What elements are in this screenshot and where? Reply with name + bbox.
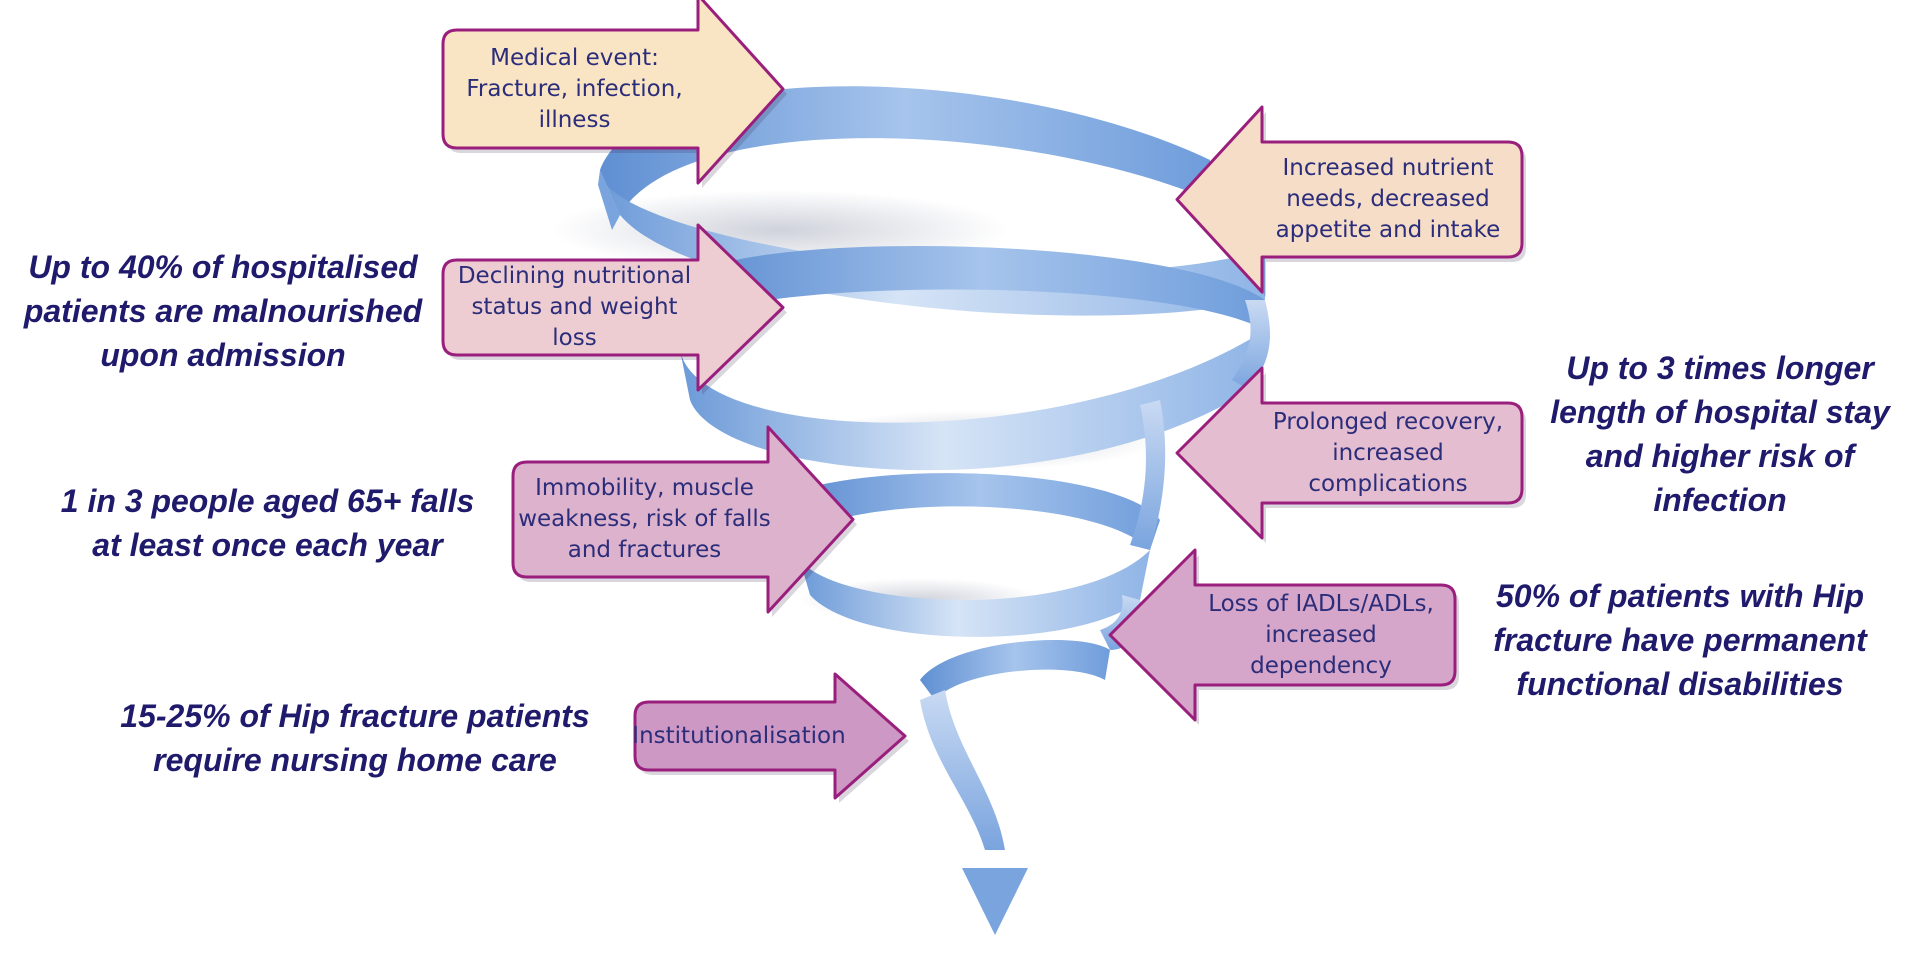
stat-hip-fracture-disabilities: 50% of patients with Hip fracture have p…	[1493, 578, 1867, 702]
spiral-step-arrow-2	[1175, 105, 1524, 294]
spiral-step-label-3: Declining nutritional status and weight …	[457, 263, 692, 351]
spiral-step-label-4: Prolonged recovery, increased complicati…	[1272, 408, 1504, 497]
stat-longer-hospital-stay: Up to 3 times longer length of hospital …	[1550, 350, 1890, 518]
spiral-step-arrow-7	[633, 672, 907, 800]
spiral-step-arrow-6	[1108, 548, 1457, 722]
spiral-step-arrow-1	[441, 0, 785, 185]
spiral-step-label-2: Increased nutrient needs, decreased appe…	[1275, 155, 1501, 243]
stat-malnourished-admission: Up to 40% of hospitalised patients are m…	[23, 249, 423, 373]
spiral-step-label-5: Immobility, muscle weakness, risk of fal…	[518, 475, 771, 563]
spiral-step-arrow-3	[441, 223, 785, 392]
spiral-step-arrow-5	[511, 425, 855, 614]
spiral-step-label-1: Medical event: Fracture, infection, illn…	[466, 44, 683, 133]
stat-nursing-home-care: 15-25% of Hip fracture patients require …	[120, 698, 590, 778]
spiral-step-label-7: Institutionalisation	[632, 722, 846, 749]
stat-falls-65-plus: 1 in 3 people aged 65+ falls at least on…	[60, 483, 475, 563]
spiral-step-label-6: Loss of IADLs/ADLs, increased dependency	[1208, 590, 1434, 679]
spiral-step-arrow-4	[1175, 366, 1524, 540]
